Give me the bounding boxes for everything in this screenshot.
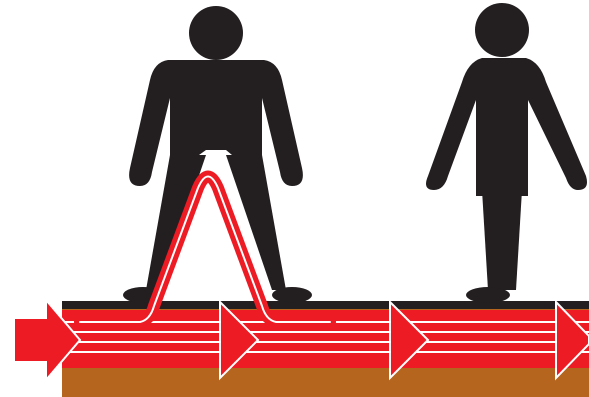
right-foot [272, 287, 312, 303]
person-feet-together [426, 3, 587, 303]
torso [426, 58, 587, 196]
head [189, 6, 243, 60]
head [475, 3, 529, 57]
foot [466, 287, 510, 303]
left-leg [146, 155, 206, 290]
torso [129, 60, 303, 186]
legs [482, 190, 522, 290]
person-legs-apart [123, 6, 312, 303]
